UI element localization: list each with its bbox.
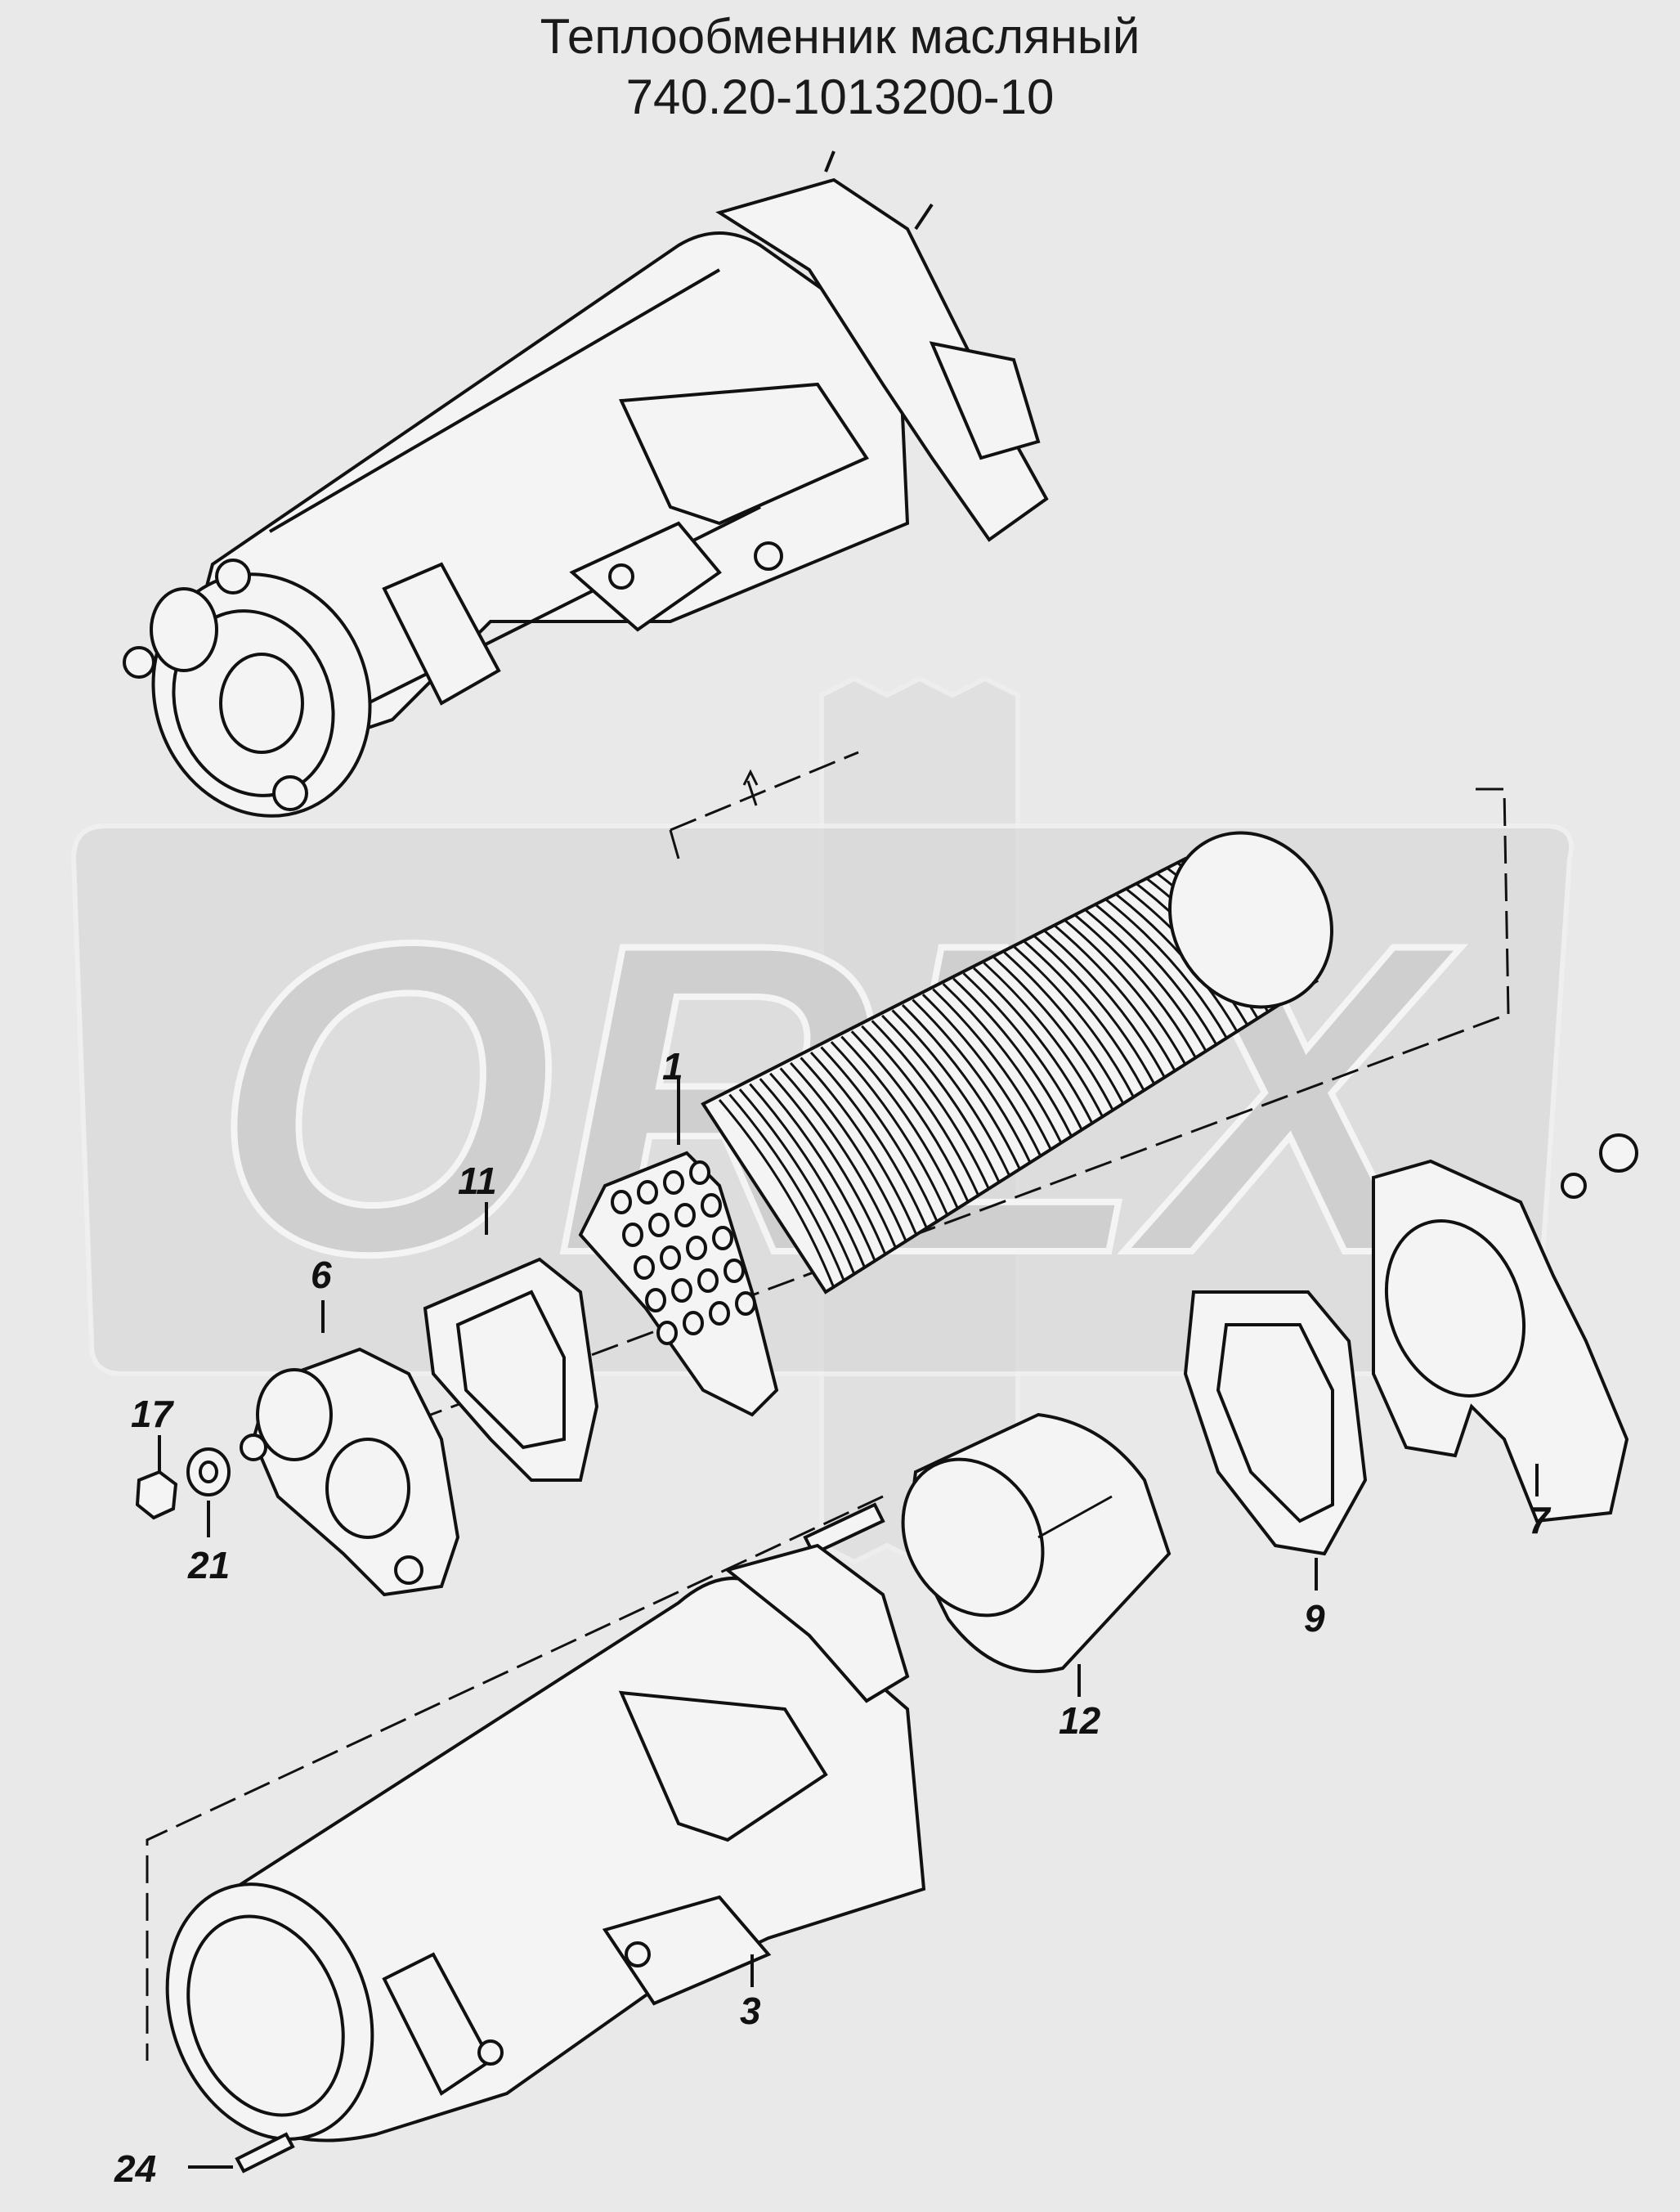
core-fin bbox=[779, 1067, 898, 1250]
core-fin bbox=[738, 1088, 856, 1276]
callout-1: 1 bbox=[662, 1045, 683, 1088]
tube-hole bbox=[611, 1190, 632, 1214]
core-fin bbox=[912, 998, 1033, 1164]
part-12-sleeve bbox=[901, 1412, 1172, 1673]
core-fin bbox=[718, 1099, 836, 1289]
core-fin bbox=[1074, 914, 1198, 1060]
diagram-title: Теплообменник масляный 740.20-1013200-10 bbox=[0, 7, 1680, 128]
core-fin bbox=[1044, 930, 1167, 1079]
core-fin bbox=[1024, 940, 1146, 1093]
core-fin bbox=[790, 1061, 908, 1243]
core-fin bbox=[809, 1051, 929, 1230]
core-fin bbox=[728, 1093, 846, 1282]
callout-7: 7 bbox=[1529, 1499, 1552, 1541]
tube-hole bbox=[634, 1255, 655, 1280]
part-9-gasket bbox=[1183, 1290, 1368, 1556]
core-fin bbox=[1003, 951, 1126, 1106]
core-fin bbox=[1054, 925, 1177, 1073]
tube-hole bbox=[724, 1259, 745, 1283]
callout-3: 3 bbox=[740, 1990, 761, 2032]
tube-hole bbox=[637, 1180, 658, 1205]
core-fin bbox=[861, 1025, 980, 1197]
assembled-heat-exchanger bbox=[123, 150, 1049, 818]
tube-hole bbox=[709, 1301, 730, 1326]
leader-lines bbox=[158, 1079, 1539, 2169]
part-6-cover bbox=[240, 1347, 460, 1597]
callout-9: 9 bbox=[1304, 1597, 1325, 1640]
core-fin bbox=[962, 972, 1084, 1132]
core-fin bbox=[850, 1030, 970, 1204]
tube-hole bbox=[735, 1291, 756, 1316]
core-fin bbox=[1085, 909, 1208, 1053]
callout-12: 12 bbox=[1059, 1699, 1101, 1742]
assembly-guide-lines bbox=[146, 751, 1510, 2061]
tube-hole bbox=[660, 1245, 681, 1270]
tube-hole bbox=[645, 1288, 666, 1312]
part-7-cover bbox=[1372, 1133, 1638, 1523]
callout-11: 11 bbox=[458, 1160, 497, 1202]
part-11-gasket bbox=[423, 1257, 599, 1482]
core-fin bbox=[800, 1057, 918, 1236]
part-17-nut bbox=[135, 1469, 178, 1520]
tube-hole bbox=[648, 1213, 670, 1237]
callout-labels: 1 3 6 7 9 11 12 17 21 24 bbox=[114, 1045, 1552, 2190]
core-fin bbox=[901, 1003, 1022, 1171]
part-24-stud bbox=[235, 2132, 295, 2174]
core-fin bbox=[830, 1041, 949, 1217]
core-fin bbox=[871, 1020, 991, 1191]
core-fin bbox=[769, 1072, 887, 1256]
tube-hole bbox=[686, 1236, 707, 1260]
tube-hole bbox=[701, 1193, 722, 1218]
title-line-2: 740.20-1013200-10 bbox=[625, 70, 1055, 124]
callout-6: 6 bbox=[311, 1254, 332, 1296]
core-fin bbox=[1033, 936, 1156, 1086]
core-fin bbox=[992, 956, 1115, 1112]
tube-hole bbox=[683, 1311, 704, 1335]
tube-hole bbox=[656, 1321, 678, 1345]
tube-hole bbox=[671, 1278, 692, 1303]
core-fin bbox=[1064, 919, 1187, 1066]
core-fin bbox=[932, 988, 1053, 1151]
core-fin bbox=[921, 994, 1042, 1158]
core-fin bbox=[952, 977, 1073, 1138]
core-fin bbox=[759, 1078, 877, 1263]
callout-21: 21 bbox=[187, 1544, 230, 1586]
tube-hole bbox=[663, 1170, 684, 1195]
core-fin bbox=[820, 1046, 939, 1223]
core-fin bbox=[840, 1035, 960, 1210]
core-fin bbox=[973, 967, 1095, 1125]
core-fin bbox=[1095, 904, 1218, 1047]
core-fin bbox=[983, 962, 1104, 1119]
tube-hole bbox=[674, 1203, 696, 1227]
core-fin bbox=[1104, 898, 1229, 1040]
callout-24: 24 bbox=[114, 2147, 156, 2190]
callout-17: 17 bbox=[131, 1393, 175, 1435]
tube-hole bbox=[712, 1226, 733, 1250]
part-1-tube-core bbox=[578, 831, 1333, 1417]
core-fin bbox=[942, 983, 1064, 1145]
tube-hole bbox=[622, 1223, 643, 1247]
core-fin bbox=[1013, 945, 1136, 1099]
core-fin bbox=[891, 1009, 1011, 1178]
core-fin bbox=[881, 1014, 1001, 1184]
part-3-housing bbox=[165, 1543, 926, 2142]
core-fin bbox=[749, 1083, 867, 1269]
tube-hole bbox=[697, 1268, 719, 1293]
title-line-1: Теплообменник масляный bbox=[540, 9, 1140, 64]
tube-hole bbox=[689, 1160, 710, 1185]
part-21-washer bbox=[186, 1447, 231, 1496]
